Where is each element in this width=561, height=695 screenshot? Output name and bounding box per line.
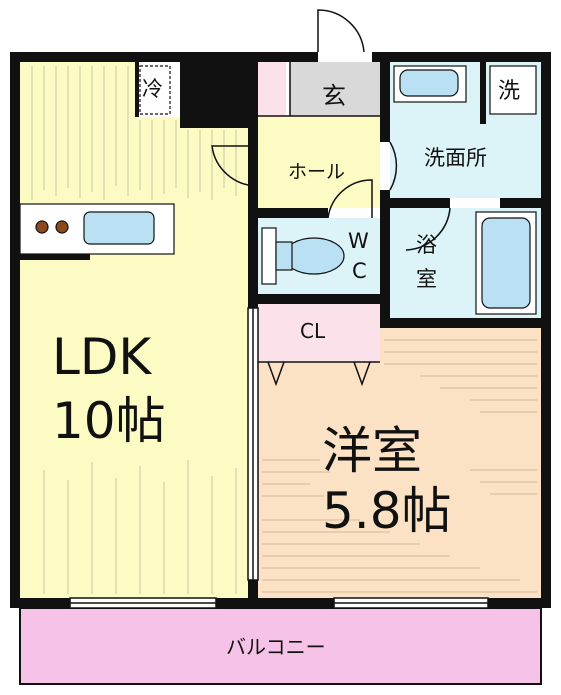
partition-bath-western bbox=[390, 318, 541, 328]
partition-ldk-east-top bbox=[248, 128, 258, 308]
partition-ldk-east-bottom bbox=[248, 580, 258, 600]
stove-burner-right bbox=[55, 220, 69, 234]
bathtub-inner bbox=[481, 217, 531, 309]
wc-label-w: W bbox=[348, 229, 369, 253]
partition-wc-closet bbox=[258, 294, 390, 304]
wc-door bbox=[327, 179, 373, 219]
fridge-wall bbox=[135, 62, 139, 117]
closet-label: CL bbox=[300, 319, 326, 343]
kitchen-sink bbox=[83, 211, 155, 245]
balcony-floor bbox=[19, 607, 542, 685]
fixtures bbox=[19, 65, 537, 315]
bath-door bbox=[405, 207, 451, 251]
western-room-name: 洋室 bbox=[322, 422, 422, 480]
partition-closet-western bbox=[380, 304, 390, 328]
closet-floor bbox=[258, 304, 380, 362]
ldk-floor bbox=[20, 62, 248, 598]
partition-washer bbox=[480, 62, 486, 124]
outer-wall-top-right bbox=[372, 52, 551, 62]
western-flooring-lines bbox=[262, 339, 537, 593]
ldk-flooring-lines bbox=[31, 66, 237, 594]
outer-wall-right bbox=[541, 52, 551, 608]
walls bbox=[10, 52, 551, 608]
wc-label-c: C bbox=[352, 259, 367, 283]
western-room-floor bbox=[258, 328, 541, 598]
toilet-tank bbox=[261, 227, 277, 285]
toilet-seat-back bbox=[275, 241, 293, 271]
hall-ldk-door bbox=[211, 145, 259, 187]
partition-wash-bath-right bbox=[500, 198, 541, 208]
outer-wall-bottom-left bbox=[10, 598, 70, 608]
hall-floor bbox=[258, 128, 380, 208]
western-room-size: 5.8帖 bbox=[322, 482, 452, 540]
toilet-bowl bbox=[283, 237, 345, 275]
hall-label: ホール bbox=[288, 161, 345, 183]
ldk-room-size: 10帖 bbox=[52, 392, 166, 450]
outer-wall-left bbox=[10, 52, 20, 608]
genkan-label: 玄 bbox=[322, 82, 346, 110]
closet-door-right bbox=[353, 361, 371, 387]
shoe-box bbox=[258, 62, 286, 116]
labels: LDK 10帖 洋室 5.8帖 玄 ホール 洗面所 洗 冷 W C 浴 室 CL… bbox=[52, 77, 520, 659]
outer-wall-bottom-right bbox=[488, 598, 551, 608]
stove-burner-left bbox=[35, 220, 49, 234]
entrance-door bbox=[317, 9, 365, 53]
outer-wall-bottom-mid bbox=[216, 598, 334, 608]
partition-core-vertical bbox=[380, 62, 390, 142]
washer-label: 洗 bbox=[498, 79, 520, 104]
wash-basin bbox=[399, 69, 459, 97]
outer-wall-top-left bbox=[10, 52, 318, 62]
washroom-label: 洗面所 bbox=[424, 146, 487, 170]
washer-space bbox=[489, 65, 537, 115]
bath-label-top: 浴 bbox=[416, 233, 437, 257]
bath-label-bottom: 室 bbox=[416, 267, 437, 291]
hall-upper-floor bbox=[258, 116, 380, 130]
ldk-room-name: LDK bbox=[52, 328, 152, 386]
partition-wash-bath bbox=[390, 198, 450, 208]
windows bbox=[69, 307, 489, 609]
partition-hall-wc bbox=[258, 208, 328, 218]
partition-core-vertical-2 bbox=[380, 190, 390, 304]
fridge-label: 冷 bbox=[142, 77, 163, 101]
closet-door-left bbox=[267, 361, 285, 387]
doors bbox=[211, 9, 451, 387]
pipe-shaft bbox=[180, 62, 258, 128]
kitchen-back-wall bbox=[20, 252, 90, 260]
balcony-label: バルコニー bbox=[226, 635, 326, 659]
washroom-door bbox=[389, 141, 398, 191]
genkan-floor bbox=[290, 62, 380, 116]
fridge-space bbox=[139, 65, 171, 115]
